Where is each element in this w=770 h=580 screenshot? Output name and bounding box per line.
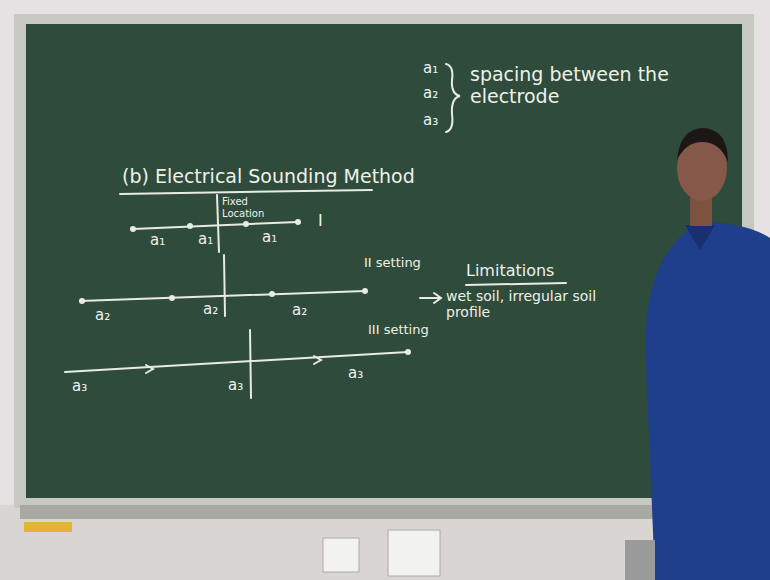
fixed-location-line (224, 255, 225, 316)
electrode-dot (295, 219, 301, 225)
lecturer (625, 128, 770, 580)
electrode-dot (79, 298, 85, 304)
setting-label: I (318, 212, 323, 230)
electrode-dot (405, 349, 411, 355)
board-heading: (b) Electrical Sounding Method (122, 166, 415, 188)
spacing-label: a₂ (292, 302, 307, 319)
underline (466, 283, 566, 285)
electrode-dot (187, 223, 193, 229)
spacing-label: a₂ (203, 301, 218, 318)
electrode-line (80, 291, 365, 301)
socket (323, 538, 359, 572)
arrow-mark (314, 356, 321, 364)
electrode-dot (130, 226, 136, 232)
chalkboard (26, 24, 742, 498)
spacing-label: a₁ (198, 231, 213, 248)
electrode-dot (269, 291, 275, 297)
limitation-note: wet soil, irregular soil profile (446, 288, 636, 320)
fixed-location-line (250, 330, 251, 398)
chalk-box (24, 522, 72, 532)
spacing-label: a₃ (348, 365, 363, 382)
arrow (434, 293, 441, 303)
spacing-label: a₂ (95, 307, 110, 324)
location-note: Fixed Location (222, 196, 274, 219)
spacing-label: a₁ (150, 232, 165, 249)
arrow (420, 297, 440, 299)
spacing-label: a₃ (72, 378, 87, 395)
section-heading: Limitations (466, 262, 554, 280)
socket (388, 530, 440, 576)
fixed-location-line (217, 195, 219, 252)
spacing-label: a₁ (262, 229, 277, 246)
setting-label: II setting (364, 256, 421, 271)
arrow-mark (146, 365, 153, 373)
spacing-symbol: a₃ (423, 112, 438, 129)
electrode-line (133, 222, 298, 229)
electrode-dot (169, 295, 175, 301)
brace (446, 64, 460, 132)
spacing-symbol: a₂ (423, 85, 438, 102)
spacing-symbol: a₁ (423, 60, 438, 77)
underline (120, 190, 372, 194)
setting-label: III setting (368, 323, 429, 338)
board-frame (14, 14, 754, 508)
electrode-dot (243, 221, 249, 227)
definition-note: spacing between the electrode (470, 64, 730, 108)
spacing-label: a₃ (228, 377, 243, 394)
chalk-tray (20, 505, 748, 519)
electrode-dot (362, 288, 368, 294)
